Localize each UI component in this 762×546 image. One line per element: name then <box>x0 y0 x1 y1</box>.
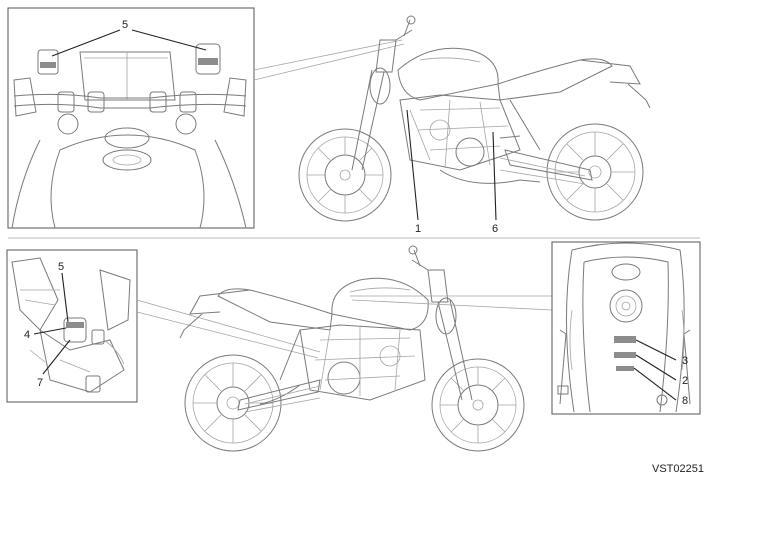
label-patch-3 <box>614 336 636 343</box>
callout-6: 6 <box>492 223 498 235</box>
rear-reservoir-detail-frame <box>6 249 138 403</box>
callout-5: 5 <box>122 19 128 31</box>
engine <box>399 94 521 171</box>
fuel-cap <box>104 127 150 149</box>
rear-brake-reservoir <box>63 317 87 343</box>
handlebar-detail-frame <box>7 7 255 229</box>
rear-reservoir-detail-view: 5 4 7 <box>6 249 138 403</box>
callout-7: 7 <box>37 377 43 389</box>
label-patch-8 <box>616 366 634 371</box>
front-wheel <box>298 128 392 222</box>
swingarm <box>237 379 321 411</box>
callout-5: 5 <box>58 261 64 273</box>
warning-label-patch <box>198 58 218 65</box>
motorcycle-right-side-view: 1 6 <box>298 15 651 235</box>
callout-2: 2 <box>682 375 688 387</box>
warning-label-patch <box>66 322 84 328</box>
warning-label-patch <box>40 62 56 68</box>
callout-1: 1 <box>415 223 421 235</box>
engine <box>299 324 426 401</box>
handlebar-detail-view: 5 <box>7 7 255 229</box>
tank-labels-detail-frame <box>551 241 701 415</box>
front-brake-reservoir <box>37 49 59 75</box>
dashboard-panel <box>79 51 176 101</box>
clutch-reservoir <box>195 43 221 75</box>
motorcycle-left-side-view <box>179 245 525 452</box>
callout-3: 3 <box>682 355 688 367</box>
rear-wheel <box>184 354 282 452</box>
fuel-cap <box>609 289 643 323</box>
label-patch-2 <box>614 352 636 358</box>
fuel-tank <box>397 47 499 101</box>
tank-labels-detail-view: 3 2 8 <box>551 241 701 415</box>
seat <box>217 288 333 331</box>
figure-reference-code: VST02251 <box>652 463 704 475</box>
callout-8: 8 <box>682 395 688 407</box>
callout-4: 4 <box>24 329 30 341</box>
front-wheel <box>431 358 525 452</box>
seat <box>497 58 613 101</box>
fuel-tank <box>331 277 429 331</box>
